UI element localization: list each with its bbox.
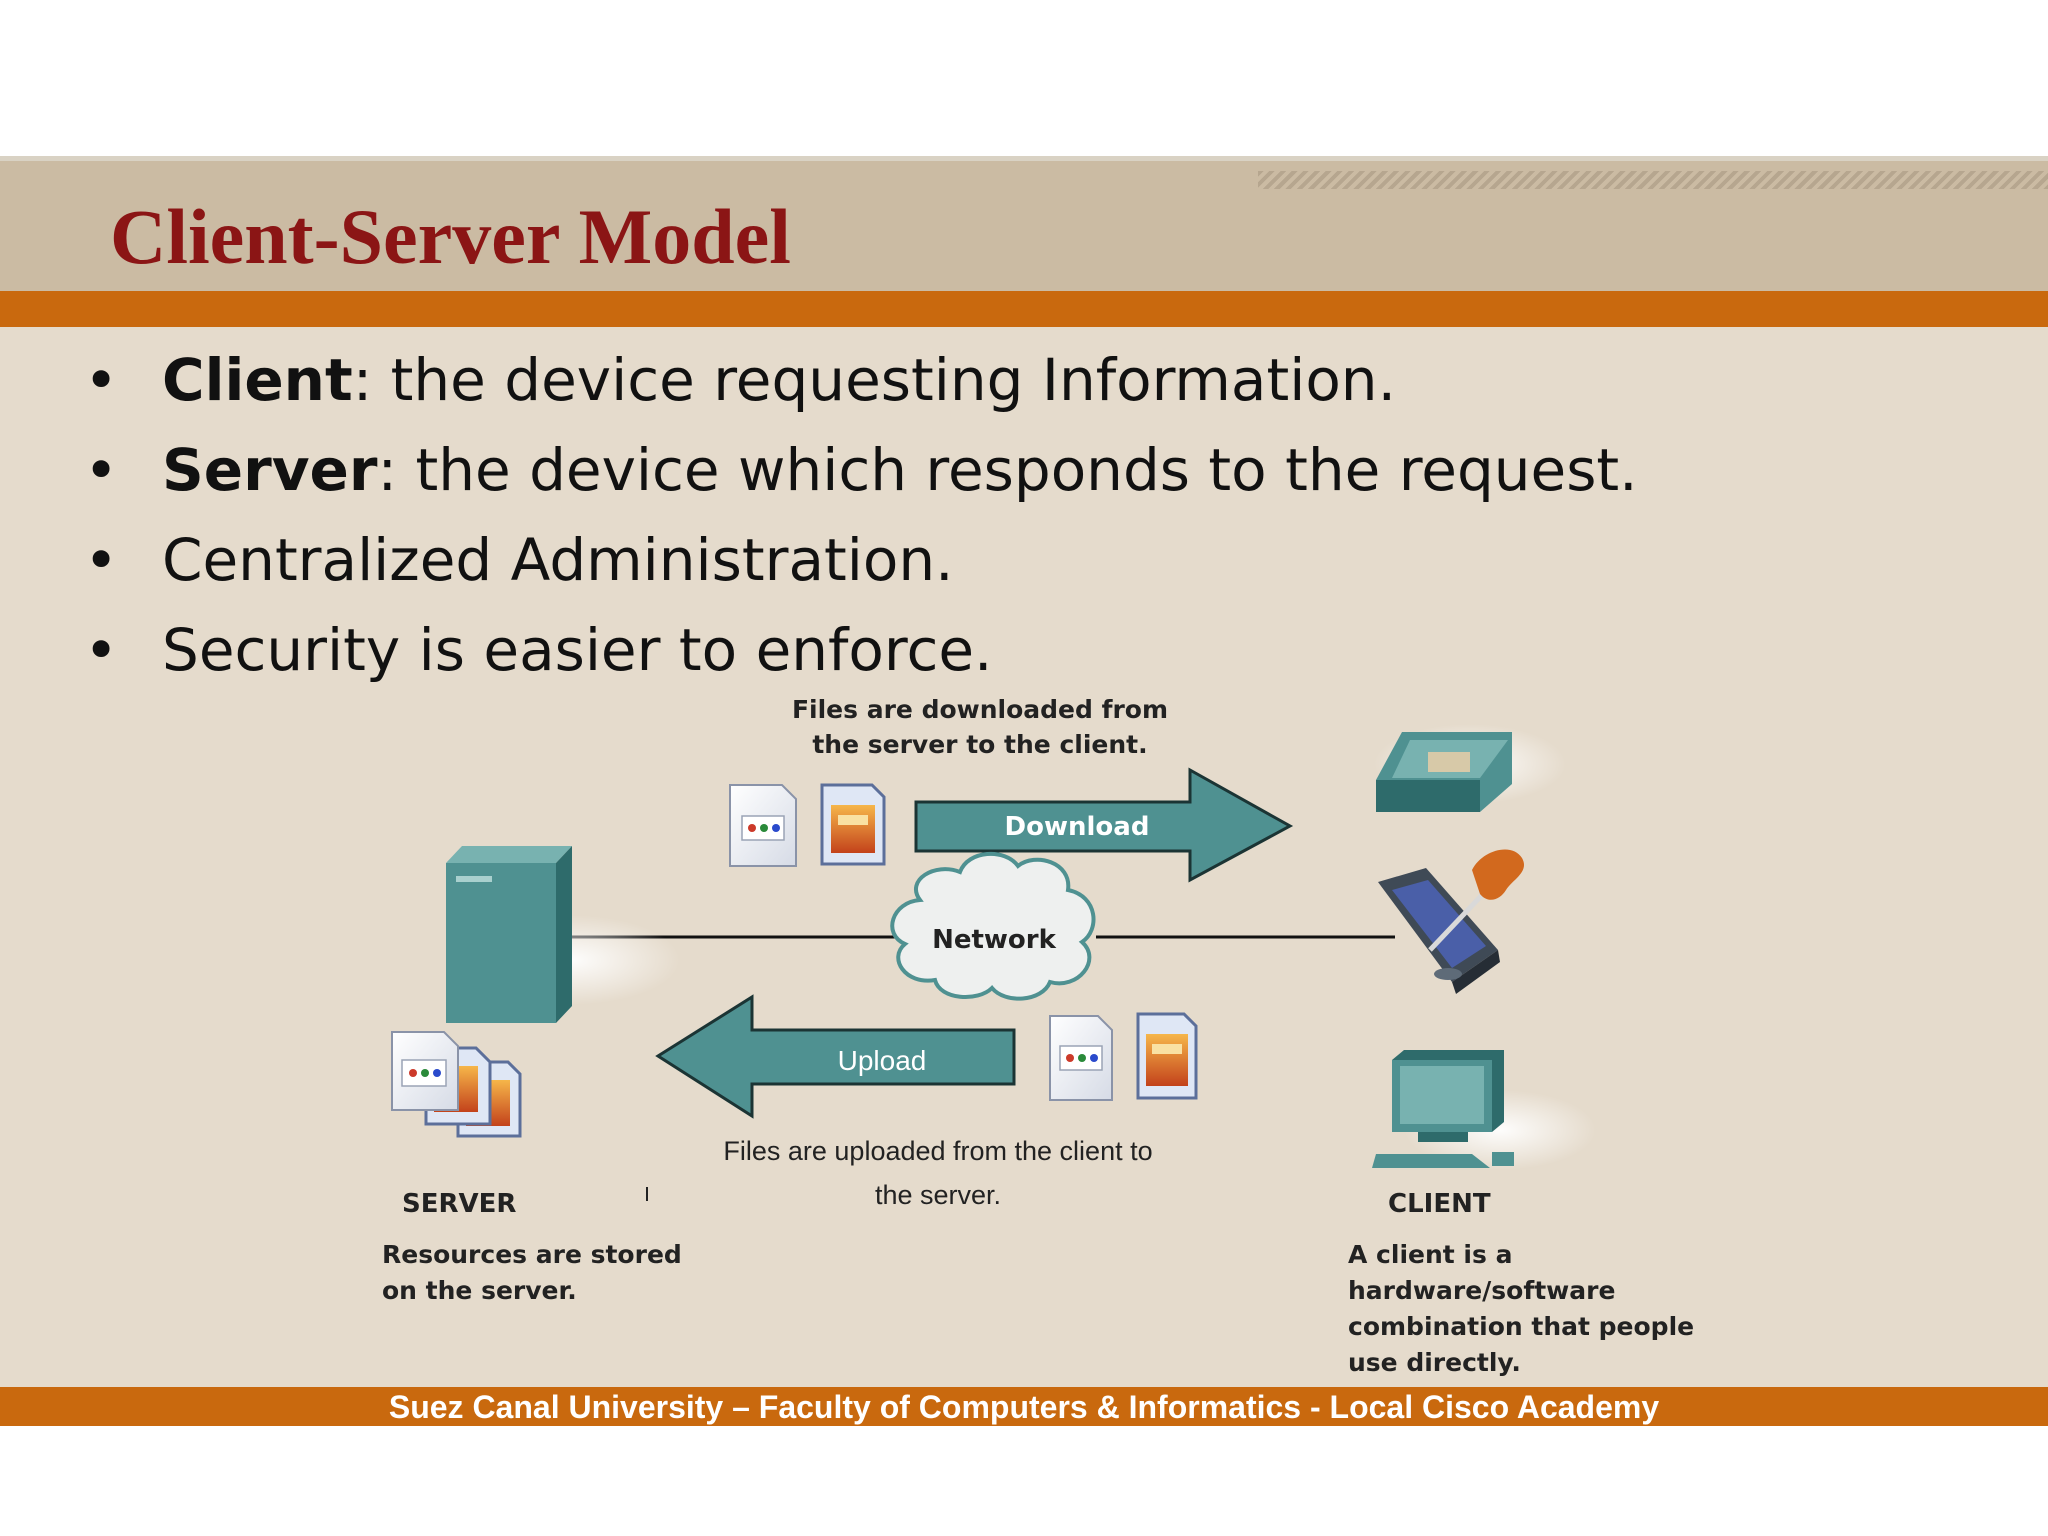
download-caption-line1: Files are downloaded from (792, 695, 1168, 724)
client-desc-line2: hardware/software (1348, 1276, 1615, 1305)
footer-text: Suez Canal University – Faculty of Compu… (388, 1389, 1660, 1425)
image-file-icon (820, 783, 886, 866)
network-label: Network (932, 925, 1057, 955)
top-rule (0, 156, 2048, 161)
client-desc-line1: A client is a (1348, 1240, 1512, 1269)
bullet-client: Client: the device requesting Informatio… (84, 335, 1638, 425)
bullet-list: Client: the device requesting Informatio… (84, 335, 1638, 695)
bullet-server: Server: the device which responds to the… (84, 425, 1638, 515)
top-margin (0, 0, 2048, 156)
client-desc-line4: use directly. (1348, 1348, 1521, 1377)
server-tower-icon (446, 846, 680, 1023)
image-file-icon (1136, 1012, 1198, 1100)
bullet-security: Security is easier to enforce. (84, 605, 1638, 695)
download-label: Download (1005, 812, 1150, 842)
download-caption-line2: the server to the client. (812, 730, 1147, 759)
document-icon (729, 784, 797, 867)
page-title: Client-Server Model (110, 193, 791, 280)
server-desc-line1: Resources are stored (382, 1240, 682, 1269)
upload-arrow (655, 994, 1016, 1119)
download-arrow (914, 767, 1294, 883)
network-cloud-icon (890, 852, 1096, 1001)
server-desc-line2: on the server. (382, 1276, 577, 1305)
client-label: CLIENT (1388, 1189, 1491, 1219)
upload-caption-line2: the server. (875, 1180, 1001, 1210)
bullet-centralized: Centralized Administration. (84, 515, 1638, 605)
footer-band (0, 1387, 2048, 1426)
ip-phone-icon (1374, 724, 1566, 812)
upload-caption-line1: Files are uploaded from the client to (723, 1136, 1152, 1166)
document-icon (1049, 1015, 1113, 1101)
upload-label: Upload (838, 1045, 927, 1076)
pda-icon (1378, 849, 1525, 994)
server-files-icon (391, 1031, 522, 1138)
title-hatch-decoration (1258, 171, 2048, 189)
title-underline-band (0, 291, 2048, 327)
desktop-computer-icon (1372, 1050, 1596, 1170)
server-label: SERVER (402, 1189, 516, 1219)
client-desc-line3: combination that people (1348, 1312, 1694, 1341)
